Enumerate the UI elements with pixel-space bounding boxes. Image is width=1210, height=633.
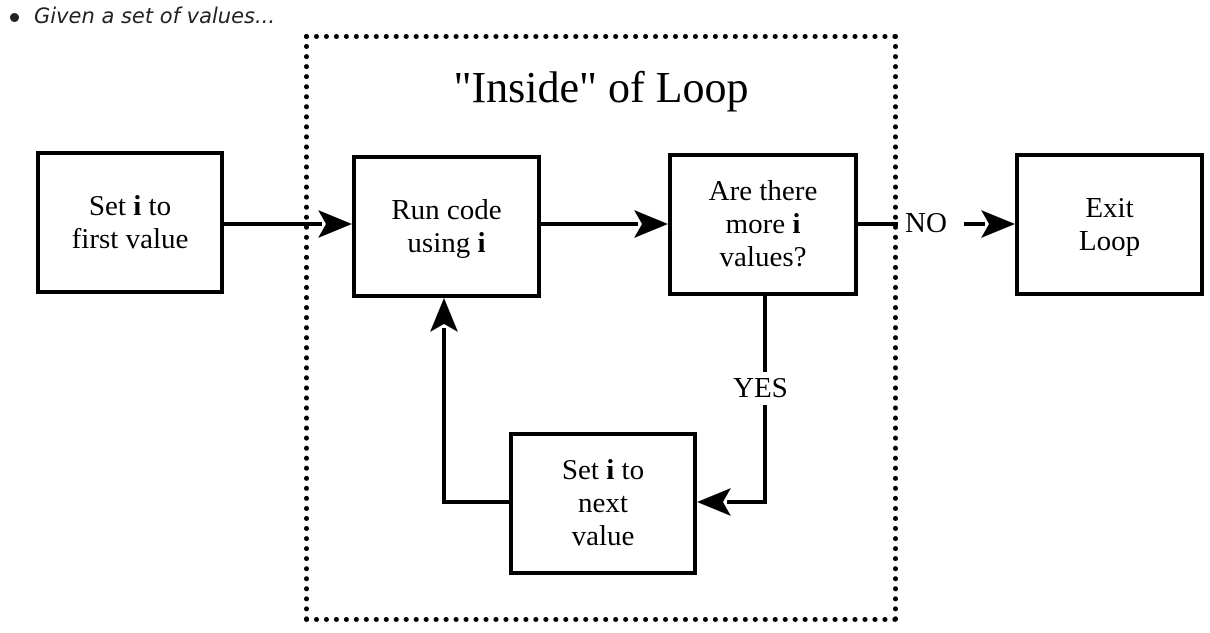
loop-region-dotted-border [304,34,898,622]
text-are-there: Are there [708,175,818,207]
node-run-code: Run code using i [352,155,541,298]
node-set-i-first-value: Set i to first value [36,151,224,294]
variable-i: i [477,226,486,259]
node-more-values-text: Are there more i values? [709,175,818,274]
arrowhead-into-run-bottom [430,298,458,332]
arrowhead-into-more [634,210,668,238]
variable-i: i [133,189,142,222]
node-exit-loop: Exit Loop [1015,153,1204,296]
edge-set-next-to-run [442,328,509,504]
node-run-code-text: Run code using i [391,194,501,260]
node-set-i-next-value-text: Set i to next value [562,454,644,553]
node-set-i-first-value-text: Set i to first value [72,190,189,256]
text-run-code: Run code [391,193,502,226]
variable-i: i [792,208,801,240]
edge-label-no: NO [903,207,949,240]
text-values: values? [719,241,807,273]
variable-i: i [606,454,615,486]
arrowhead-into-exit [981,210,1015,238]
bullet-text: Given a set of values... [34,4,275,28]
text-to: to [141,189,172,222]
text-next: next [578,487,628,519]
arrowhead-into-run [318,210,352,238]
text-more: more [725,208,793,240]
text-loop: Loop [1078,224,1141,257]
bullet-item: Given a set of values... [10,0,275,32]
node-more-values-decision: Are there more i values? [668,153,858,296]
loop-region-title: "Inside" of Loop [453,63,749,112]
text-using: using [407,226,478,259]
bullet-dot-icon [10,13,19,22]
text-value: value [571,520,635,552]
node-exit-loop-text: Exit Loop [1079,192,1140,258]
text-set: Set [561,454,607,486]
edge-label-yes: YES [731,372,790,405]
text-exit: Exit [1085,191,1134,224]
text-set: Set [88,189,134,222]
edge-more-to-set-next [727,296,767,504]
text-to: to [614,454,645,486]
text-first-value: first value [71,222,189,255]
node-set-i-next-value: Set i to next value [509,432,697,575]
arrowhead-into-set-next [697,488,731,516]
